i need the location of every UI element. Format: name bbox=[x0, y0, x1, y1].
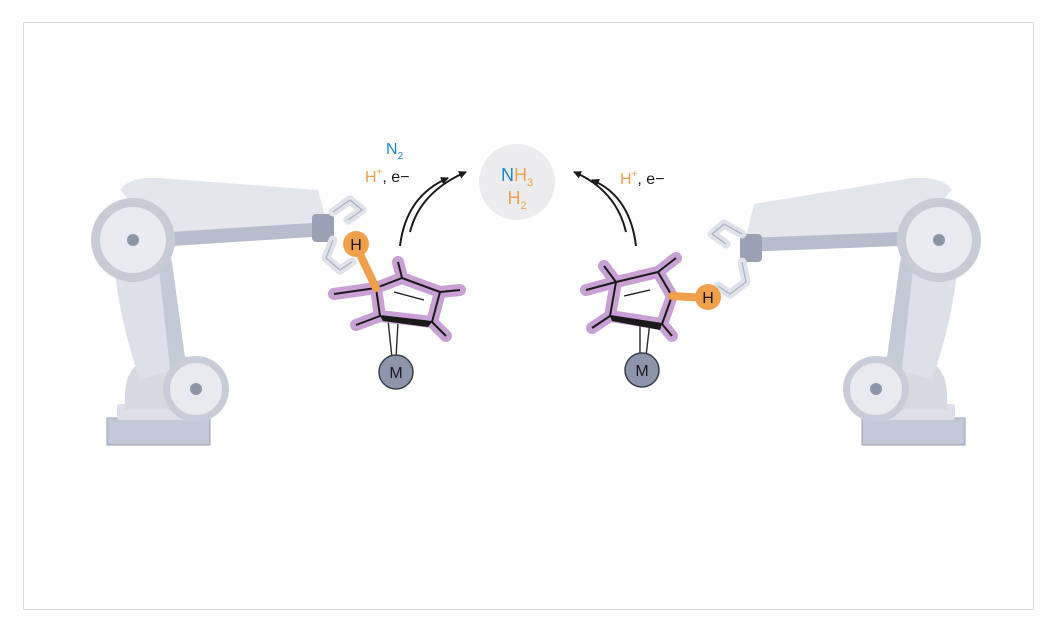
left-robot-shoulder-joint bbox=[91, 198, 175, 282]
right-cp-complex: H M bbox=[580, 252, 721, 388]
hydrogen-gas-label: H2 bbox=[507, 188, 526, 212]
dinitrogen-label: N2 bbox=[386, 141, 404, 162]
right-robot-arm bbox=[707, 177, 981, 446]
right-hydrogen-atom: H bbox=[695, 284, 721, 310]
right-metal-atom: M bbox=[624, 352, 660, 388]
svg-text:H: H bbox=[702, 290, 714, 307]
left-inputs: N2 H+, e− bbox=[365, 141, 410, 186]
left-robot-arm bbox=[91, 177, 367, 446]
left-hydrogen-atom: H bbox=[343, 231, 369, 257]
right-proton-electron-label: H+, e− bbox=[620, 169, 665, 188]
right-robot-gripper bbox=[707, 219, 751, 299]
right-inputs: H+, e− bbox=[620, 169, 665, 188]
left-reaction-arrows bbox=[399, 171, 467, 247]
left-metal-atom: M bbox=[378, 354, 414, 390]
svg-text:M: M bbox=[635, 363, 648, 380]
left-robot-base bbox=[106, 417, 211, 446]
right-robot-base bbox=[861, 417, 966, 446]
svg-text:H: H bbox=[350, 237, 362, 254]
left-cp-complex: H M bbox=[328, 231, 466, 390]
left-proton-electron-label: H+, e− bbox=[365, 167, 410, 186]
svg-text:M: M bbox=[389, 365, 402, 382]
left-robot-lower-joint bbox=[163, 356, 229, 422]
ammonia-label: NH3 bbox=[501, 165, 533, 189]
right-robot-shoulder-joint bbox=[897, 198, 981, 282]
right-robot-lower-joint bbox=[843, 356, 909, 422]
product-bubble: NH3 H2 bbox=[479, 144, 555, 220]
figure-frame bbox=[23, 22, 1034, 610]
right-reaction-arrows bbox=[573, 171, 637, 247]
